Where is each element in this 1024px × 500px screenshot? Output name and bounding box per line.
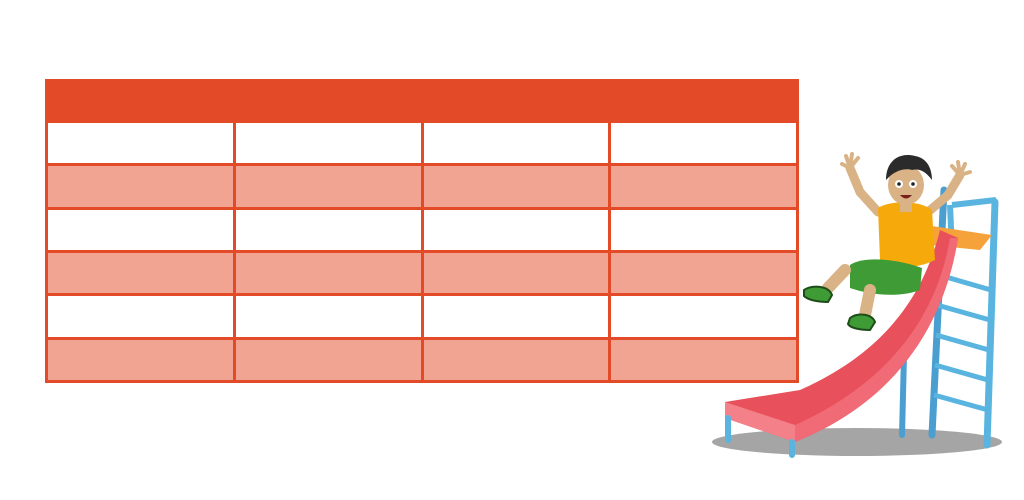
slide <box>725 230 958 458</box>
table-cell <box>48 166 233 207</box>
kid-sliding-illustration <box>712 152 1002 458</box>
table-cell <box>611 296 796 337</box>
table-cell <box>423 252 609 294</box>
slide-platform <box>925 225 992 250</box>
table-cell <box>235 296 421 337</box>
empty-table <box>45 79 799 383</box>
table-cell <box>48 209 233 250</box>
table-cell <box>423 339 609 380</box>
table-cell <box>48 339 233 380</box>
table-grid <box>48 123 796 380</box>
child <box>803 152 972 332</box>
table-cell <box>235 252 421 294</box>
table-cell <box>611 209 796 250</box>
table-cell <box>235 209 421 250</box>
ground-shadow <box>712 428 1002 456</box>
table-cell <box>235 339 421 380</box>
table-cell <box>611 339 796 380</box>
table-cell <box>48 296 233 337</box>
table-cell <box>48 252 233 294</box>
table-cell <box>235 123 421 164</box>
table-cell <box>423 123 609 164</box>
table-cell <box>235 166 421 207</box>
table-cell <box>611 123 796 164</box>
table-cell <box>48 123 233 164</box>
table-cell <box>423 166 609 207</box>
table-cell <box>611 252 796 294</box>
table-cell <box>611 166 796 207</box>
table-header <box>45 79 799 123</box>
table-cell <box>423 209 609 250</box>
table-cell <box>423 296 609 337</box>
